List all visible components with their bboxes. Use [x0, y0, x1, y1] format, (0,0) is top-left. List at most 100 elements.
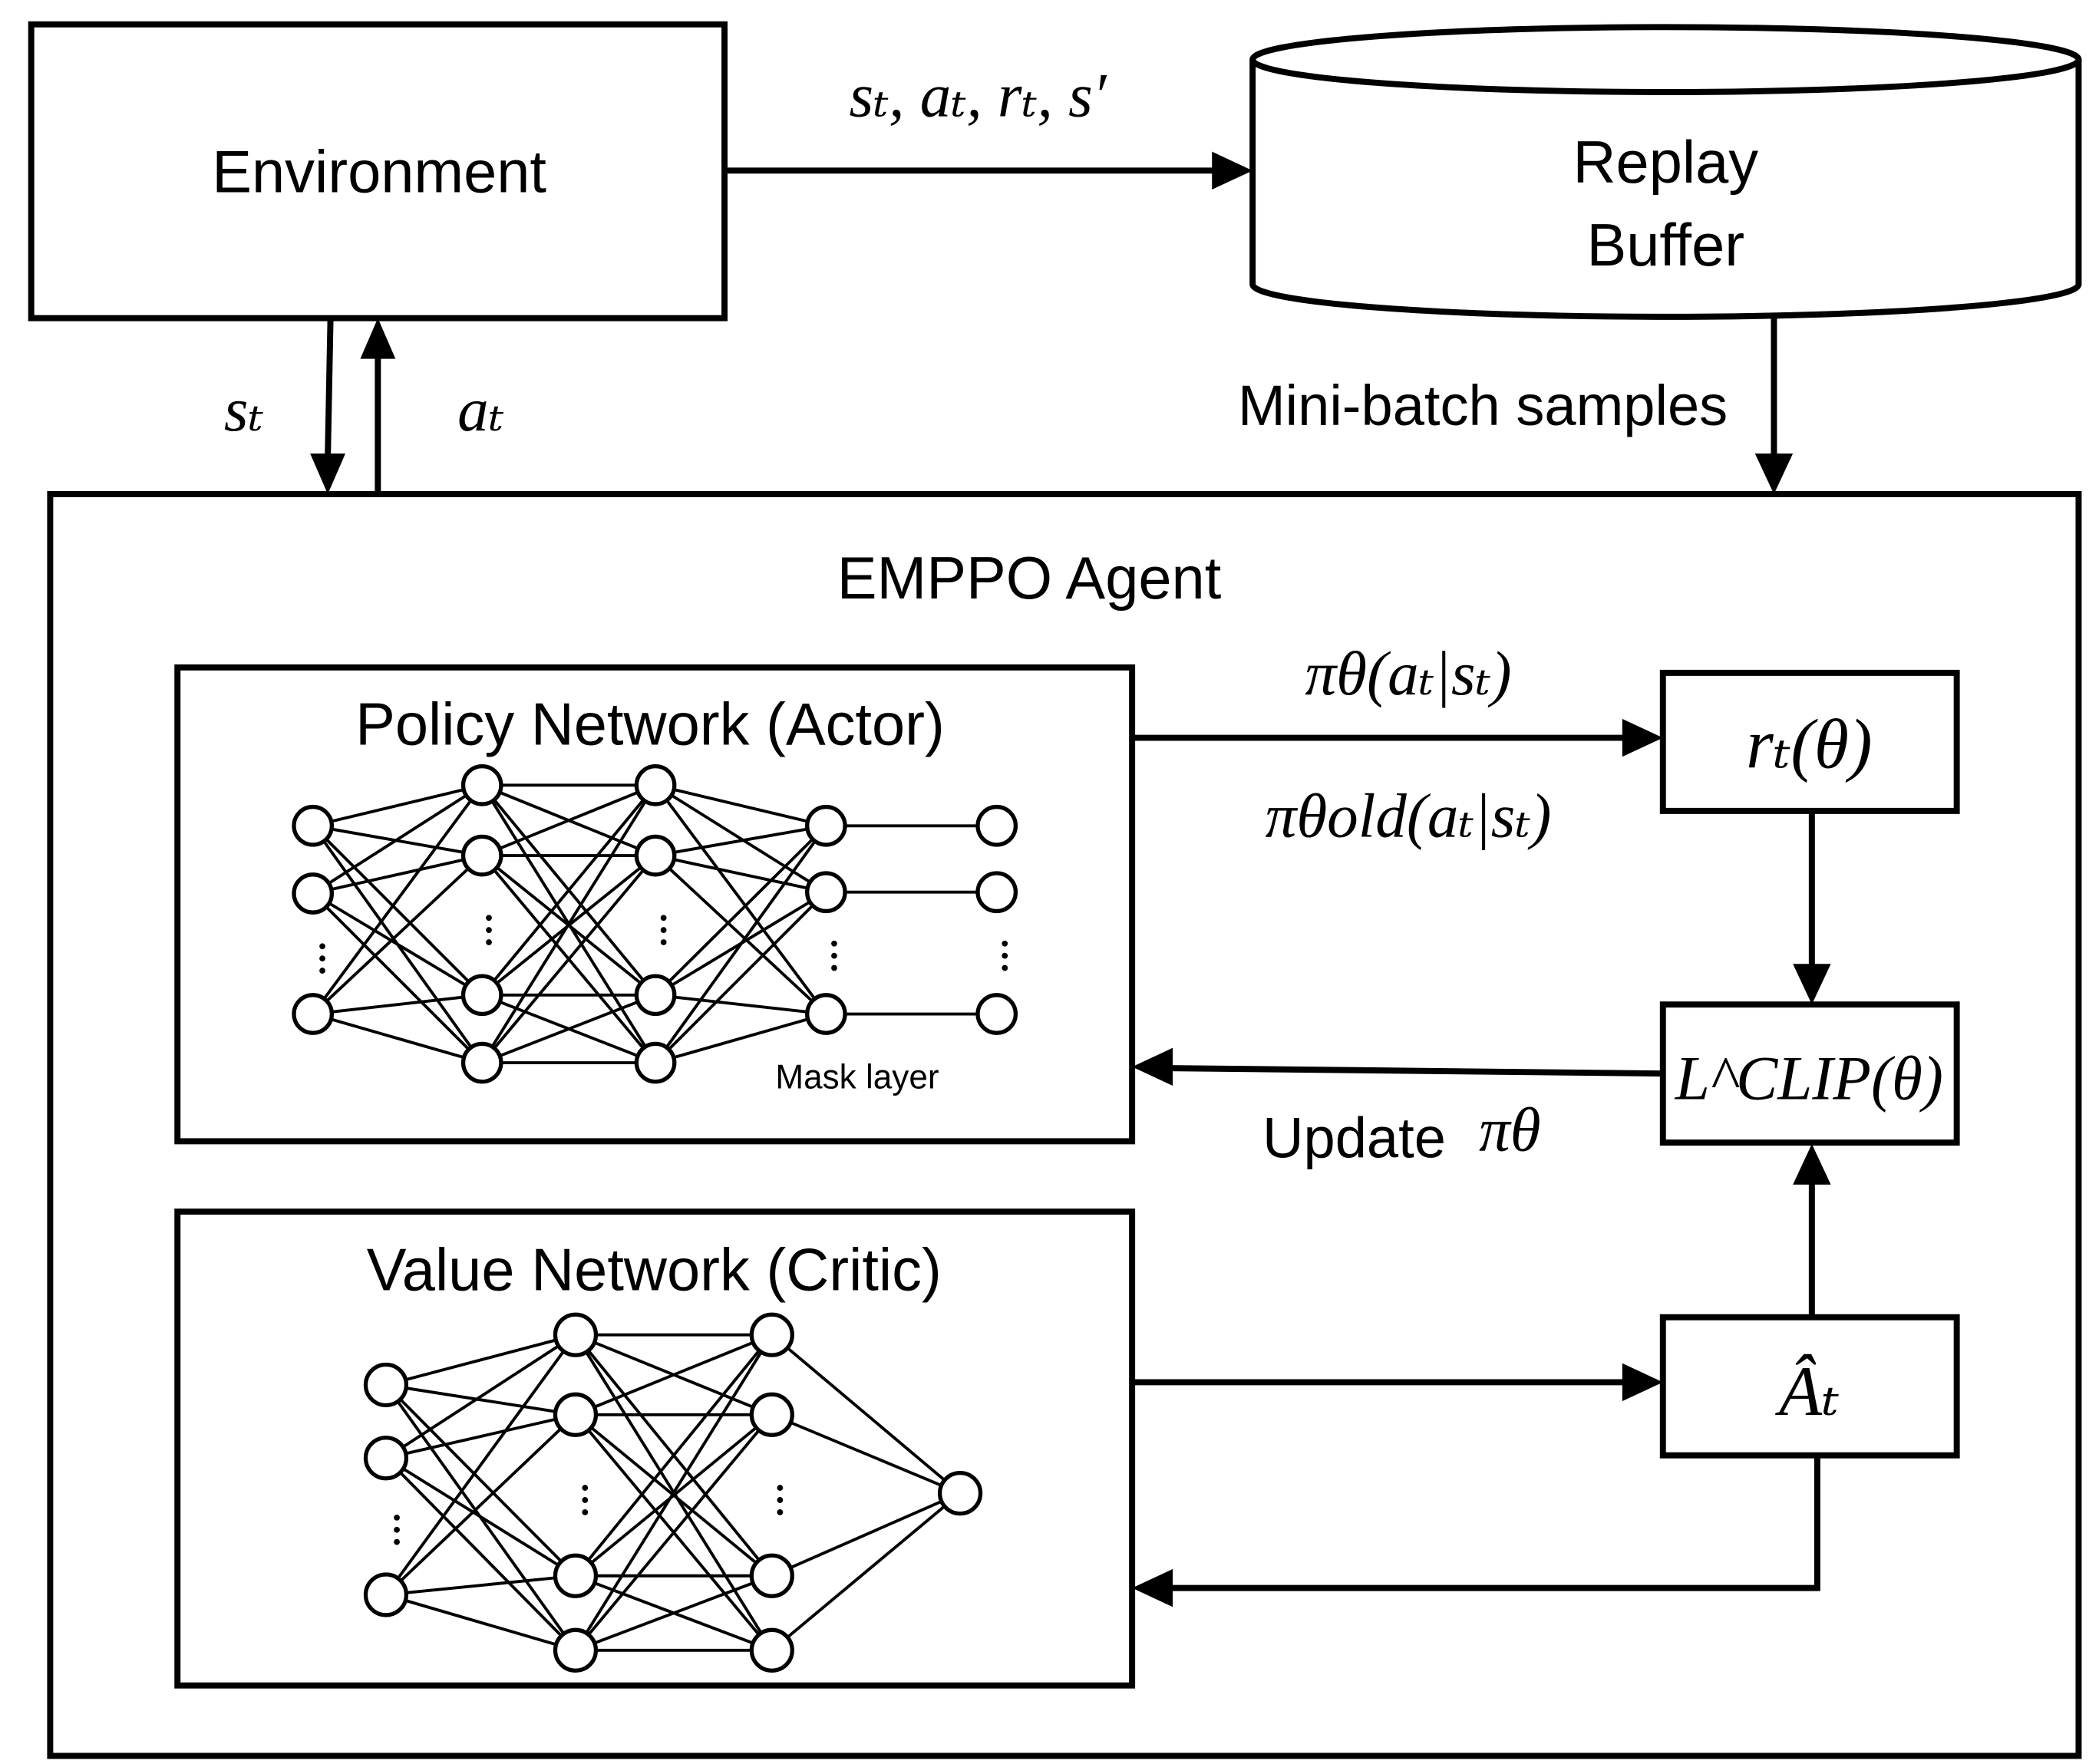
nn-neuron: [553, 1553, 599, 1598]
nn-connection: [575, 1333, 773, 1416]
nn-connection: [384, 1334, 577, 1459]
nn-neuron: [553, 1392, 599, 1437]
nn-connection: [385, 1383, 576, 1416]
nn-ellipsis-dot: [582, 1508, 589, 1515]
nn-connection: [575, 1574, 773, 1652]
nn-connection: [480, 784, 657, 997]
nn-connection: [574, 1334, 774, 1651]
nn-connection: [312, 993, 483, 1016]
nn-neuron: [975, 804, 1018, 847]
nn-ellipsis-dot: [660, 927, 667, 934]
nn-connection: [771, 1492, 961, 1578]
nn-ellipsis-dot: [831, 952, 837, 959]
nn-connection: [312, 854, 483, 895]
state-arrow: [325, 318, 334, 458]
transition-tuple-label: sₜ, aₜ, rₜ, s′: [850, 61, 1107, 130]
ratio-box: [1659, 669, 1960, 814]
nn-neuron: [363, 1362, 409, 1408]
clip-loss-label: L^CLIP(θ): [1675, 1044, 1943, 1113]
ratio-to-loss-arrowhead: [1793, 964, 1831, 1005]
nn-connection: [655, 1012, 827, 1064]
nn-neuron: [553, 1627, 599, 1673]
minibatch-arrowhead: [1754, 453, 1794, 495]
nn-connection: [312, 784, 483, 1015]
nn-neuron: [634, 834, 677, 877]
nn-neuron: [937, 1471, 983, 1516]
nn-ellipsis-dot: [486, 939, 492, 945]
nn-ellipsis-dot: [486, 915, 492, 922]
nn-ellipsis-dot: [777, 1485, 784, 1491]
replay-buffer-cylinder: [1249, 24, 2082, 320]
nn-ellipsis-dot: [660, 939, 667, 945]
nn-connection: [771, 1492, 962, 1652]
replay-buffer-label-line1: Replay: [1573, 130, 1758, 196]
replay-buffer-label-line2: Buffer: [1586, 213, 1744, 279]
nn-connection: [312, 783, 483, 828]
state-label: sₜ: [224, 375, 264, 444]
nn-neuron: [805, 871, 847, 914]
nn-connection: [384, 1334, 577, 1596]
nn-neuron: [460, 834, 503, 877]
agent-label: EMPPO Agent: [837, 546, 1222, 612]
update-symbol: πθ: [1479, 1096, 1541, 1165]
nn-ellipsis-dot: [582, 1497, 589, 1503]
nn-connection: [384, 1456, 577, 1652]
nn-connection: [654, 824, 827, 997]
nn-neuron: [975, 993, 1018, 1035]
nn-ellipsis-dot: [777, 1508, 784, 1515]
nn-neuron: [460, 1041, 503, 1084]
nn-connection: [312, 1012, 483, 1064]
update-arrow: [1170, 1065, 1663, 1077]
action-arrowhead: [360, 318, 396, 359]
ratio-label: rₜ(θ): [1746, 704, 1872, 783]
state-arrowhead: [310, 453, 346, 495]
nn-neuron: [634, 763, 677, 806]
nn-neuron: [634, 1041, 677, 1084]
nn-neuron: [460, 763, 503, 806]
nn-ellipsis-dot: [319, 968, 325, 974]
pi-theta-old-label: πθold(aₜ|sₜ): [1266, 781, 1552, 850]
nn-ellipsis-dot: [777, 1497, 784, 1503]
nn-connection: [312, 854, 483, 1015]
nn-connection: [480, 854, 657, 1064]
nn-connection: [655, 854, 827, 894]
agent-box: [47, 491, 2082, 1759]
nn-neuron: [975, 871, 1018, 914]
nn-connection: [384, 1413, 577, 1596]
nn-neuron: [805, 993, 847, 1035]
nn-connection: [654, 854, 827, 1015]
advantage-to-loss-arrowhead: [1793, 1143, 1831, 1185]
nn-connection: [385, 1333, 576, 1386]
nn-connection: [655, 783, 827, 894]
update-arrowhead: [1132, 1047, 1173, 1086]
nn-neuron: [749, 1312, 794, 1357]
advantage-to-value-arrowhead: [1132, 1568, 1173, 1607]
nn-connection: [384, 1383, 577, 1578]
nn-connection: [385, 1574, 576, 1597]
nn-connection: [655, 824, 827, 858]
policy-to-ratio-arrowhead: [1622, 718, 1663, 757]
nn-ellipsis-dot: [319, 943, 325, 950]
environment-label: Environment: [212, 140, 546, 206]
advantage-label: Âₜ: [1774, 1352, 1840, 1430]
nn-connection: [771, 1334, 962, 1495]
nn-neuron: [553, 1312, 599, 1357]
nn-connection: [654, 891, 827, 1064]
nn-connection: [312, 824, 483, 997]
nn-connection: [655, 783, 827, 828]
policy-network-label: Policy Network (Actor): [355, 691, 945, 757]
nn-neuron: [805, 804, 847, 847]
value-neural-net: [363, 1312, 983, 1673]
nn-connection: [385, 1413, 576, 1460]
nn-neuron: [292, 872, 335, 915]
nn-connection: [574, 1334, 774, 1577]
nn-ellipsis-dot: [1002, 940, 1008, 947]
minibatch-label: Mini-batch samples: [1238, 374, 1728, 437]
value-to-advantage-arrowhead: [1622, 1363, 1663, 1402]
nn-connection: [385, 1593, 576, 1652]
nn-connection: [312, 892, 483, 1064]
nn-ellipsis-dot: [831, 940, 837, 947]
advantage-to-value-arrow: [1170, 1455, 1820, 1591]
environment-box: [28, 21, 728, 321]
